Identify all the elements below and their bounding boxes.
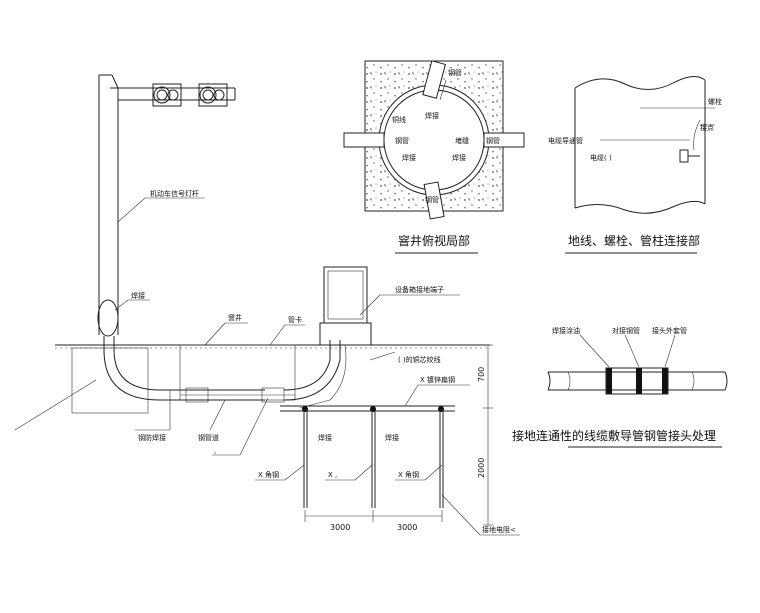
horizontal-dimension xyxy=(304,510,443,522)
steel-flat-label: X 镀锌扁钢 xyxy=(420,375,455,384)
manhole-steel-pipe-top: 钢管 xyxy=(448,68,462,77)
weld-3-label: 焊接 xyxy=(385,433,399,442)
pipe-sleeve-label: 管卡 xyxy=(288,315,302,324)
manhole-detail xyxy=(343,60,525,220)
manhole-weld-right: 焊接 xyxy=(452,153,466,162)
dim-700: 700 xyxy=(477,367,486,382)
resistance-label: 接地电阻< xyxy=(482,525,516,534)
weld-2-label: 焊接 xyxy=(318,433,332,442)
pole-foundation xyxy=(71,347,149,414)
weld-label: 焊接 xyxy=(131,291,145,300)
bolt-detail-title: 地线、螺栓、管柱连接部 xyxy=(568,233,700,248)
angle-steel-2-label: X 角钢 xyxy=(398,470,419,479)
signal-pole xyxy=(97,74,236,337)
outer-sleeve-label: 接头外套管 xyxy=(652,326,687,335)
equipment-box xyxy=(319,266,372,346)
bolt-label: 螺栓 xyxy=(708,97,722,106)
cable-pipe-label: 电缆导通管 xyxy=(548,136,583,145)
manhole-steel-pipe-bottom: 钢管 xyxy=(425,195,439,204)
ground-steel-strip xyxy=(280,405,455,412)
bolt-detail xyxy=(574,76,706,214)
contact-label: 接点 xyxy=(700,123,714,132)
manhole-label: 窨井 xyxy=(228,313,242,322)
joint-pipe-label: 对接钢管 xyxy=(612,326,640,335)
dim-3000b: 3000 xyxy=(397,523,417,532)
dim-3000a: 3000 xyxy=(330,523,350,532)
cable-label: 电缆( ) xyxy=(590,153,612,162)
manhole-steel-pipe-right: 钢管 xyxy=(486,136,500,145)
comma-mark: , xyxy=(214,447,216,455)
weld-cover-label: 焊接涂油 xyxy=(552,326,580,335)
manhole-steel-pipe-left: 钢管 xyxy=(395,136,409,145)
vertical-dimension xyxy=(483,344,493,526)
equipment-box-label: 设备箱接地端子 xyxy=(395,285,444,294)
ground-rods xyxy=(303,411,444,508)
dim-2000: 2000 xyxy=(477,458,486,478)
signal-lamp-right xyxy=(198,83,228,107)
manhole-section xyxy=(179,344,296,401)
buried-conduit xyxy=(103,336,341,403)
manhole-detail-title: 窨井俯视局部 xyxy=(398,233,470,248)
x-comma-label: X , xyxy=(328,471,337,479)
angle-steel-1-label: X 角钢 xyxy=(258,470,279,479)
pipe-joint-detail xyxy=(547,367,728,395)
manhole-weld-top: 焊接 xyxy=(425,111,439,120)
copper-wire-label: ( )的铜芯绞线 xyxy=(398,355,441,364)
steel-pipe-label: 钢管道 xyxy=(198,433,219,442)
anti-corrosion-label: 钢防焊接 xyxy=(138,433,166,442)
ground-line xyxy=(55,344,490,349)
joint-detail-title: 接地连通性的线缆敷导管钢管接头处理 xyxy=(512,428,716,443)
signal-lamp-left xyxy=(152,83,182,107)
manhole-weld-left: 焊接 xyxy=(402,153,416,162)
signal-pole-label: 机动车信号灯杆 xyxy=(150,189,199,198)
manhole-copper-wire: 铜线 xyxy=(392,115,406,124)
manhole-blind: 堵缝 xyxy=(455,136,469,145)
